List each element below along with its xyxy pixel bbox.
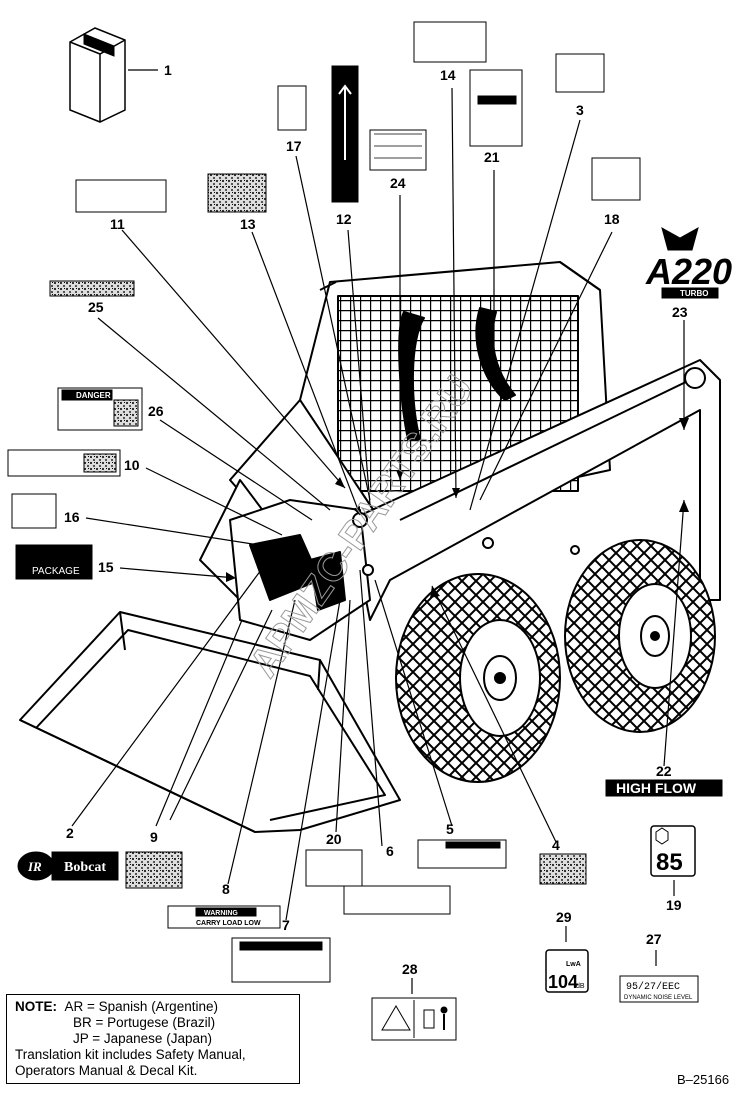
- decal-items: A220 TURBO DANGER PACKAGE IR Bobcat: [7, 21, 732, 1041]
- bobcat-text: Bobcat: [64, 860, 106, 875]
- decal-19-sound-85: 85: [650, 825, 696, 877]
- decal-21-warning: [469, 69, 523, 147]
- decal-3: [555, 53, 605, 93]
- rear-wheel: [564, 539, 716, 733]
- callout-13: 13: [240, 216, 256, 232]
- decal-6: [343, 885, 451, 915]
- decal-8-carry-load-low: WARNING CARRY LOAD LOW: [167, 905, 281, 929]
- note-line-ar: AR = Spanish (Argentine): [64, 999, 218, 1014]
- note-line-br: BR = Portugese (Brazil): [73, 1015, 216, 1030]
- sound-value-text: 85: [656, 849, 683, 876]
- callout-2: 2: [66, 825, 74, 841]
- skid-steer-loader: [19, 261, 721, 833]
- decal-15-package: PACKAGE: [15, 544, 93, 580]
- translation-note: NOTE: AR = Spanish (Argentine) BR = Port…: [6, 994, 300, 1084]
- decal-kit-box: [69, 27, 126, 123]
- callout-19: 19: [666, 897, 682, 913]
- callout-29: 29: [556, 909, 572, 925]
- callout-3: 3: [576, 102, 584, 118]
- package-text: PACKAGE: [32, 566, 80, 577]
- callout-12: 12: [336, 211, 352, 227]
- decal-control-direction: [331, 65, 359, 203]
- callout-1: 1: [164, 62, 172, 78]
- arrowheads: [226, 360, 689, 598]
- note-line-jp: JP = Japanese (Japan): [73, 1031, 212, 1046]
- callout-14: 14: [440, 67, 456, 83]
- callout-27: 27: [646, 931, 662, 947]
- callout-20: 20: [326, 831, 342, 847]
- bucket: [19, 611, 401, 833]
- callout-7: 7: [282, 917, 290, 933]
- callout-11: 11: [110, 216, 125, 232]
- hydraulic-block: [229, 499, 374, 641]
- high-flow-text: HIGH FLOW: [616, 780, 697, 796]
- callout-21: 21: [484, 149, 500, 165]
- callout-15: 15: [98, 559, 114, 575]
- callout-16: 16: [64, 509, 80, 525]
- ec-code-text: 95/27/EEC: [626, 981, 680, 993]
- callout-22: 22: [656, 763, 672, 779]
- danger-text: DANGER: [76, 391, 111, 400]
- decal-20: [305, 849, 363, 887]
- callout-9: 9: [150, 829, 158, 845]
- callout-23: 23: [672, 304, 688, 320]
- ir-text: IR: [27, 859, 42, 874]
- decal-28-pictogram: [371, 997, 457, 1041]
- decal-14: [413, 21, 487, 63]
- carry-load-low-text: CARRY LOAD LOW: [196, 920, 261, 927]
- callout-10: 10: [124, 457, 140, 473]
- decal-9-foreign: [125, 851, 183, 889]
- callout-numbers: 1 2 3 4 5 6 7 8 9 10 11 12 13 14 15 16 1…: [64, 62, 688, 977]
- decal-18: [591, 157, 641, 201]
- decal-16: [11, 493, 57, 529]
- decal-2-bobcat: IR Bobcat: [17, 851, 119, 881]
- callout-24: 24: [390, 175, 406, 191]
- decal-24-pictorial: [369, 129, 427, 171]
- callout-4: 4: [552, 837, 560, 853]
- callout-26: 26: [148, 403, 164, 419]
- note-line-kit: Translation kit includes Safety Manual,: [15, 1047, 246, 1062]
- decal-rated-capacity: [75, 179, 167, 213]
- callout-6: 6: [386, 843, 394, 859]
- figure-reference: B–25166: [677, 1072, 730, 1087]
- decal-22-high-flow: HIGH FLOW: [605, 779, 723, 797]
- callout-17: 17: [286, 138, 302, 154]
- callout-25: 25: [88, 299, 104, 315]
- decal-29-lwa-104: LwA 104 dB: [545, 949, 589, 993]
- callout-28: 28: [402, 961, 418, 977]
- decal-26-danger: DANGER: [57, 387, 143, 431]
- ec-sub-text: DYNAMIC NOISE LEVEL: [624, 995, 693, 1001]
- callout-18: 18: [604, 211, 620, 227]
- decal-4-foreign: [539, 853, 587, 885]
- decal-model-a220: A220 TURBO: [645, 226, 732, 299]
- callout-8: 8: [222, 881, 230, 897]
- decal-17: [277, 85, 307, 131]
- lwa-value-text: 104: [548, 972, 578, 992]
- turbo-text: TURBO: [680, 289, 708, 298]
- front-wheel: [395, 573, 561, 783]
- model-text: A220: [645, 251, 732, 292]
- lwa-unit-text: LwA: [566, 961, 581, 968]
- decal-13-foreign: [207, 173, 267, 213]
- decal-25-foreign: [49, 280, 135, 297]
- lwa-sub-text: dB: [576, 983, 585, 990]
- leader-lines: [71, 69, 685, 994]
- decal-27-eec: 95/27/EEC DYNAMIC NOISE LEVEL: [619, 975, 699, 1003]
- warning-text: WARNING: [204, 910, 238, 917]
- note-line-manuals: Operators Manual & Decal Kit.: [15, 1063, 198, 1078]
- callout-5: 5: [446, 821, 454, 837]
- note-label: NOTE:: [15, 999, 57, 1014]
